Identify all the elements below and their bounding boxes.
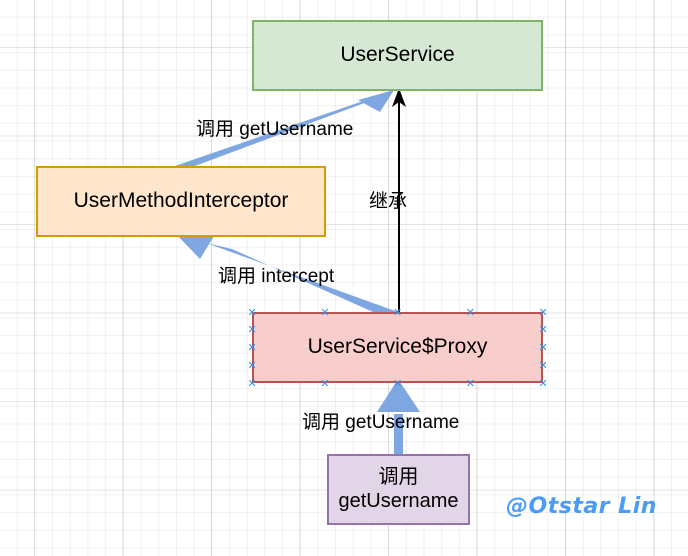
node-userservice-proxy-label: UserService$Proxy [307,335,488,359]
node-userservice-label: UserService [340,43,455,67]
edge-label-call-to-proxy: 调用 getUsername [302,412,460,433]
node-call-getusername[interactable]: 调用 getUsername [327,454,470,525]
node-userservice-proxy[interactable]: UserService$Proxy [252,312,543,383]
node-usermethodinterceptor-label: UserMethodInterceptor [73,189,289,213]
edge-label-proxy-to-userservice: 继承 [369,191,408,212]
node-usermethodinterceptor[interactable]: UserMethodInterceptor [36,166,326,237]
edge-label-interceptor-to-userservice: 调用 getUsername [196,119,354,140]
node-userservice[interactable]: UserService [252,20,543,91]
watermark: @Otstar Lin [506,494,657,519]
node-call-getusername-label: 调用 getUsername [338,465,459,512]
edge-label-proxy-to-interceptor: 调用 intercept [218,266,335,287]
